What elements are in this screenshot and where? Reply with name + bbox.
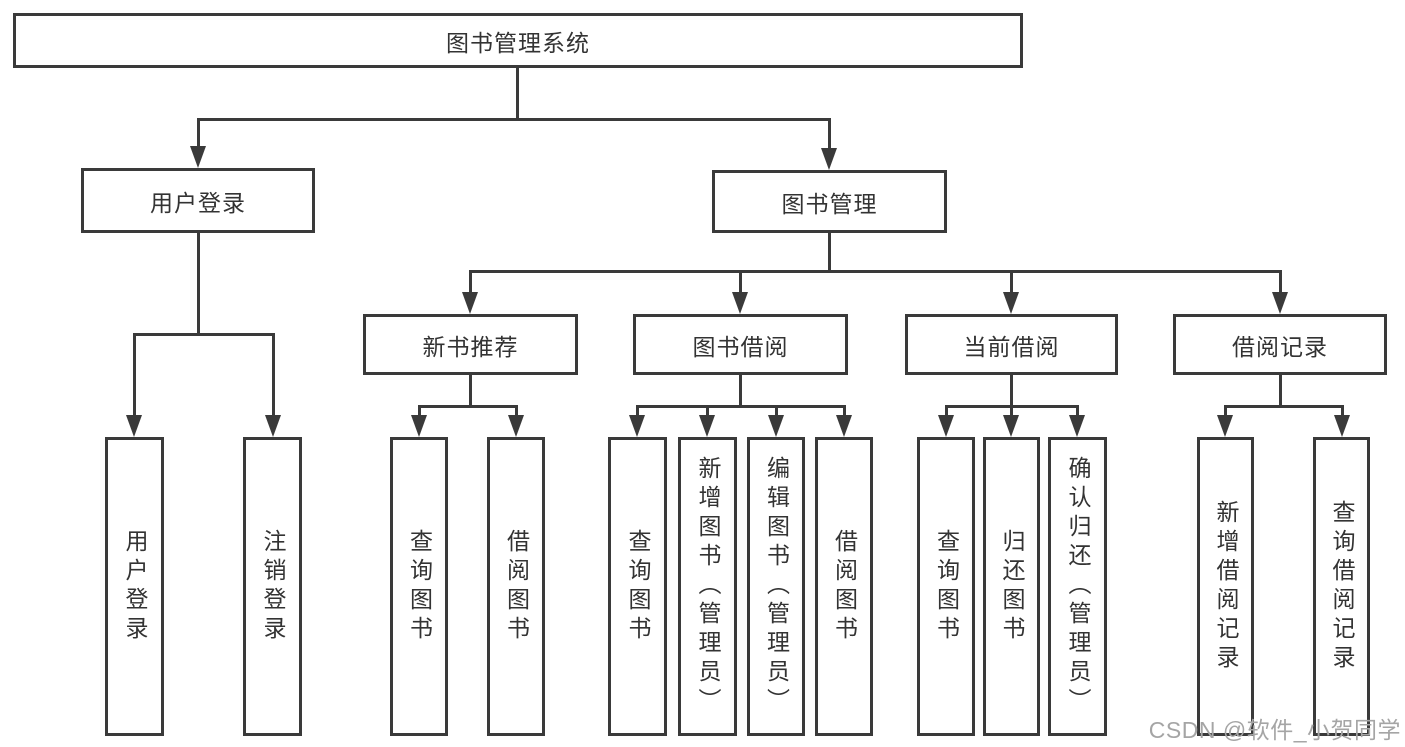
leaf-borrow-query-books: 查询图书: [608, 437, 667, 736]
node-label: 图书借阅: [692, 333, 789, 360]
arrow-down-icon: [938, 415, 954, 437]
connector-stem: [197, 230, 200, 335]
connector-stem: [272, 333, 275, 417]
arrow-down-icon: [190, 146, 206, 168]
arrow-down-icon: [732, 292, 748, 314]
leaf-newbook-borrow-books: 借阅图书: [487, 437, 545, 736]
node-label: 图书管理系统: [446, 29, 590, 56]
connector-borrowrecord-rail: [1224, 405, 1343, 408]
arrow-down-icon: [411, 415, 427, 437]
leaf-label: 借阅图书: [503, 528, 530, 645]
connector-stem: [1341, 405, 1344, 417]
connector-stem: [843, 405, 846, 417]
node-label: 图书管理: [781, 190, 878, 217]
leaf-borrow-edit-books-admin: 编辑图书（管理员）: [747, 437, 805, 736]
leaf-label: 编辑图书（管理员）: [763, 456, 790, 717]
arrow-down-icon: [462, 292, 478, 314]
leaf-user-login: 用户登录: [105, 437, 164, 736]
node-borrow-record: 借阅记录: [1173, 314, 1387, 375]
leaf-record-query-borrow-record: 查询借阅记录: [1313, 437, 1370, 736]
leaf-borrow-add-books-admin: 新增图书（管理员）: [678, 437, 737, 736]
connector-stem: [469, 270, 472, 295]
leaf-label: 新增图书（管理员）: [695, 456, 721, 717]
connector-stem: [706, 405, 709, 417]
leaf-label: 确认归还（管理员）: [1065, 456, 1091, 717]
connector-level3-rail: [469, 270, 1282, 273]
leaf-label: 新增借阅记录: [1213, 499, 1239, 674]
connector-stem: [828, 118, 831, 150]
connector-stem: [1010, 405, 1013, 417]
node-label: 新书推荐: [422, 333, 519, 360]
leaf-label: 注销登录: [260, 528, 286, 645]
leaf-label: 借阅图书: [831, 528, 858, 645]
csdn-watermark: CSDN @软件_小贺同学: [1148, 717, 1401, 743]
node-current-borrow: 当前借阅: [905, 314, 1118, 375]
leaf-label: 归还图书: [999, 528, 1025, 645]
arrow-down-icon: [1003, 415, 1019, 437]
arrow-down-icon: [768, 415, 784, 437]
leaf-label: 查询图书: [625, 528, 651, 645]
leaf-label: 查询图书: [933, 528, 960, 645]
leaf-current-query-books: 查询图书: [917, 437, 975, 736]
connector-stem: [197, 118, 200, 148]
connector-user-rail: [133, 333, 275, 336]
node-library-management-system: 图书管理系统: [13, 13, 1023, 68]
arrow-down-icon: [1334, 415, 1350, 437]
arrow-down-icon: [836, 415, 852, 437]
connector-stem: [739, 375, 742, 407]
arrow-down-icon: [1069, 415, 1085, 437]
connector-stem: [469, 375, 472, 407]
arrow-down-icon: [508, 415, 524, 437]
node-label: 当前借阅: [963, 333, 1060, 360]
node-book-borrow: 图书借阅: [633, 314, 848, 375]
connector-stem: [1224, 405, 1227, 417]
connector-stem: [418, 405, 421, 417]
node-user-login: 用户登录: [81, 168, 315, 233]
connector-newbook-rail: [418, 405, 518, 408]
node-label: 用户登录: [150, 189, 246, 216]
connector-stem: [636, 405, 639, 417]
connector-root-stem: [516, 68, 519, 120]
leaf-current-confirm-return-admin: 确认归还（管理员）: [1048, 437, 1107, 736]
leaf-label: 查询借阅记录: [1329, 499, 1355, 674]
node-new-book-recommend: 新书推荐: [363, 314, 578, 375]
arrow-down-icon: [699, 415, 715, 437]
leaf-label: 查询图书: [406, 528, 433, 645]
leaf-newbook-query-books: 查询图书: [390, 437, 448, 736]
node-label: 借阅记录: [1232, 333, 1328, 360]
connector-stem: [133, 333, 136, 417]
connector-stem: [828, 233, 831, 272]
node-book-management: 图书管理: [712, 170, 947, 233]
connector-stem: [775, 405, 778, 417]
connector-stem: [739, 270, 742, 295]
connector-stem: [1010, 270, 1013, 295]
connector-level2-rail: [197, 118, 831, 121]
leaf-logout: 注销登录: [243, 437, 302, 736]
arrow-down-icon: [821, 148, 837, 170]
connector-stem: [1076, 405, 1079, 417]
connector-bookborrow-rail: [636, 405, 845, 408]
arrow-down-icon: [1003, 292, 1019, 314]
connector-stem: [515, 405, 518, 417]
arrow-down-icon: [629, 415, 645, 437]
leaf-borrow-borrow-books: 借阅图书: [815, 437, 873, 736]
connector-stem: [1010, 375, 1013, 407]
connector-stem: [1279, 375, 1282, 407]
connector-stem: [945, 405, 948, 417]
arrow-down-icon: [265, 415, 281, 437]
leaf-current-return-books: 归还图书: [983, 437, 1040, 736]
arrow-down-icon: [126, 415, 142, 437]
connector-stem: [1279, 270, 1282, 295]
arrow-down-icon: [1272, 292, 1288, 314]
leaf-label: 用户登录: [122, 528, 148, 645]
arrow-down-icon: [1217, 415, 1233, 437]
leaf-record-add-borrow-record: 新增借阅记录: [1197, 437, 1254, 736]
